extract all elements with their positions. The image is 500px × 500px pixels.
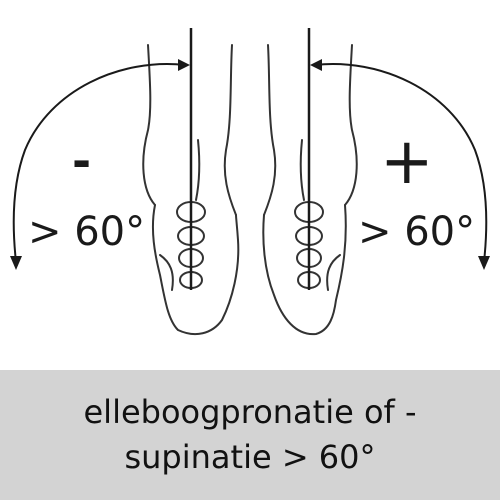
right-forearm-hand-illustration bbox=[262, 44, 358, 336]
right-rotation-arc bbox=[314, 63, 488, 263]
right-angle-label: > 60° bbox=[358, 209, 476, 255]
minus-sign-label: - bbox=[72, 134, 92, 188]
left-angle-label: > 60° bbox=[28, 209, 146, 255]
right-arc-arrowhead-left-icon bbox=[310, 59, 322, 71]
left-arc-arrowhead-right-icon bbox=[178, 59, 190, 71]
caption-text: elleboogpronatie of - supinatie > 60° bbox=[83, 393, 417, 476]
caption-bar: elleboogpronatie of - supinatie > 60° bbox=[0, 370, 500, 500]
left-rotation-arc bbox=[12, 63, 186, 263]
pronation-supination-diagram bbox=[10, 28, 490, 336]
left-arc-arrowhead-down-icon bbox=[10, 256, 22, 270]
plus-sign-label: + bbox=[380, 125, 434, 199]
right-arc-arrowhead-down-icon bbox=[478, 256, 490, 270]
